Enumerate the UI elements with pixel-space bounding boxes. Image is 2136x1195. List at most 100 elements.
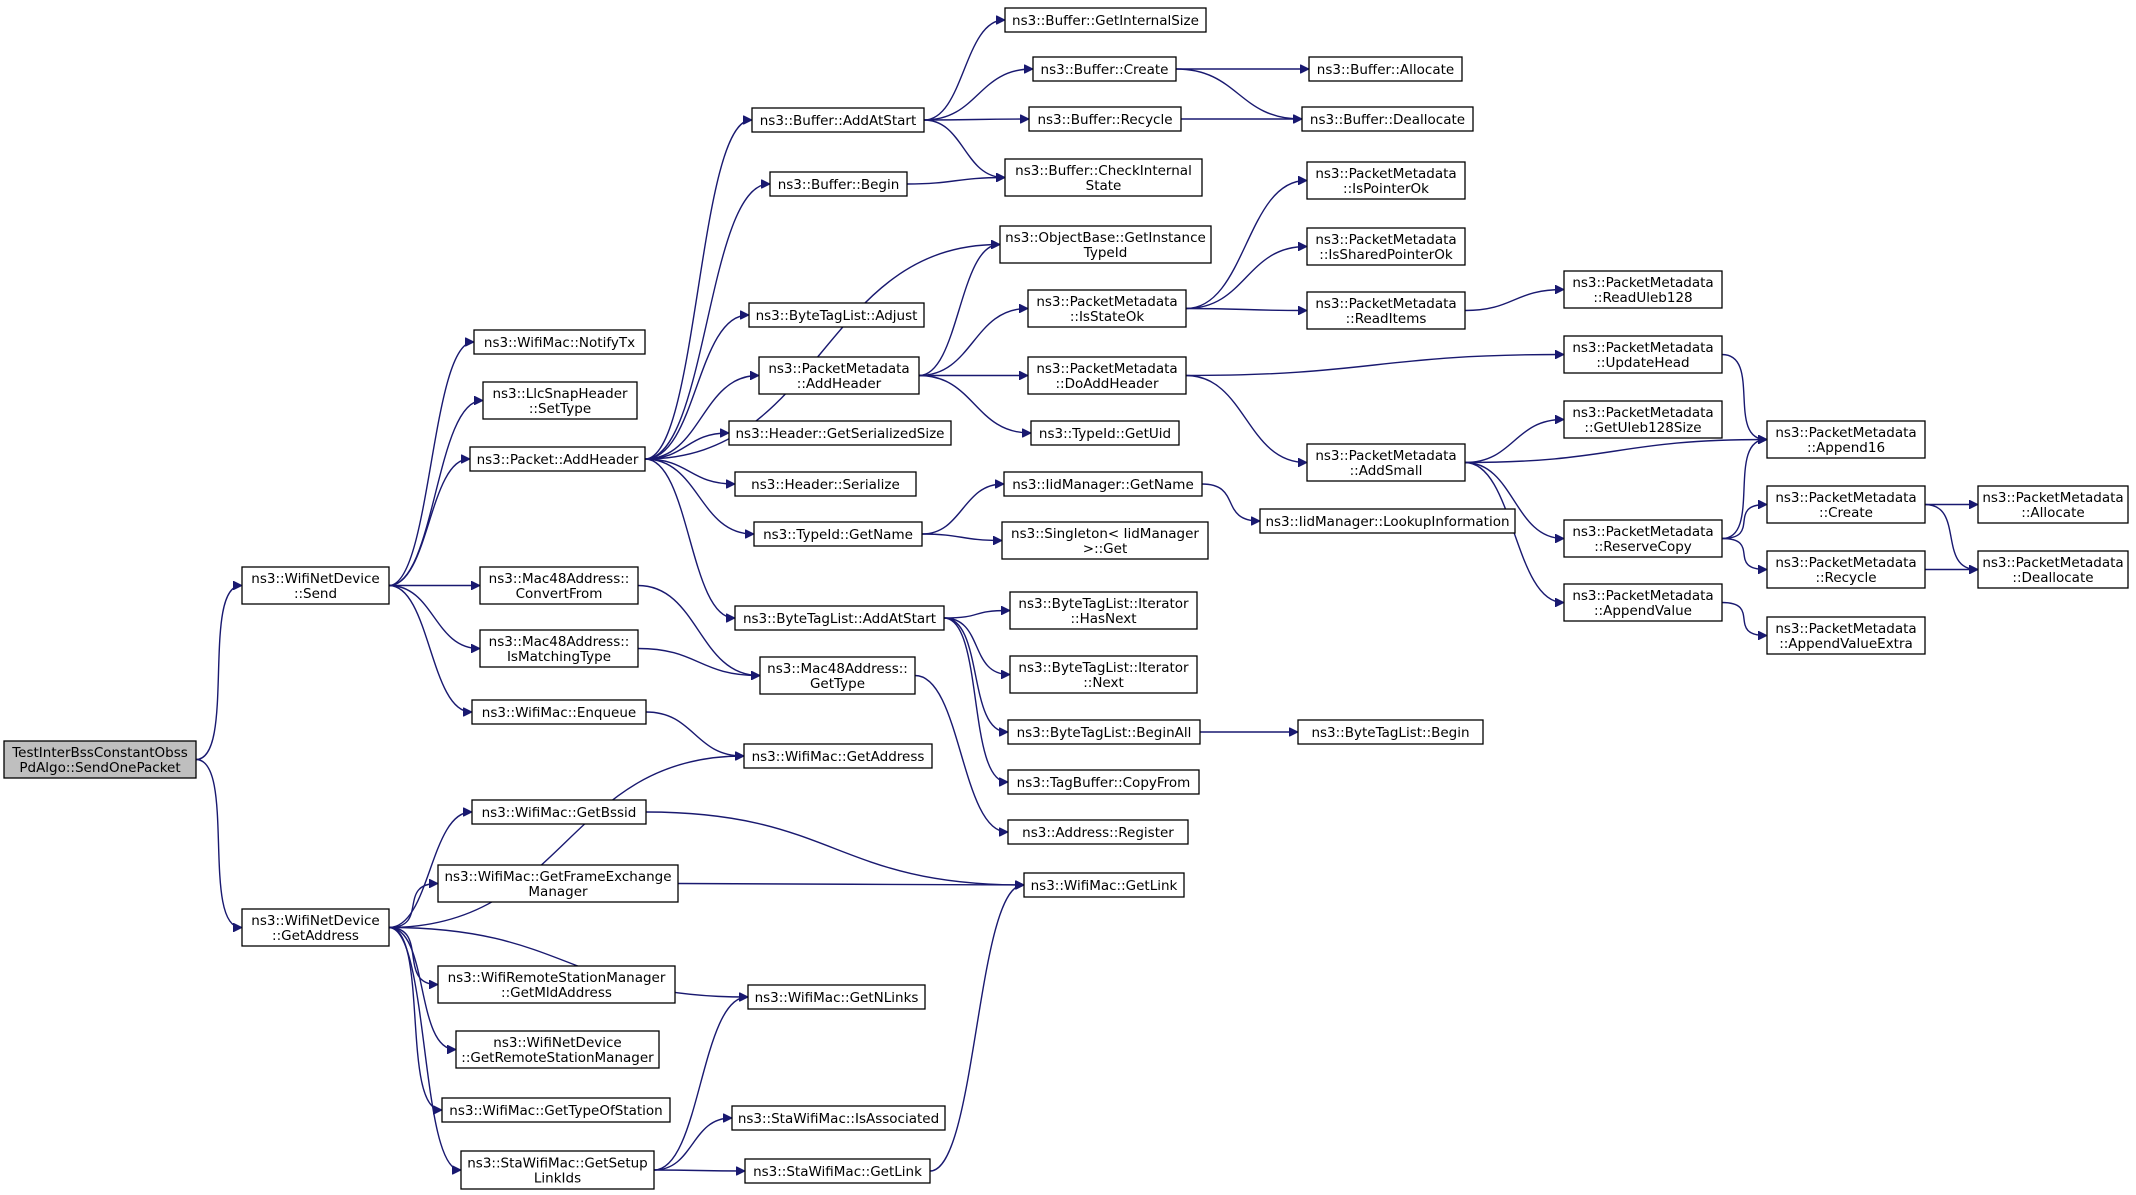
node-pm-create[interactable]: ns3::PacketMetadata::Create xyxy=(1766,485,1926,524)
edge-pm_reservecopy-to-pm_append16 xyxy=(1721,440,1766,540)
node-btl-beginall[interactable]: ns3::ByteTagList::BeginAll xyxy=(1007,719,1201,745)
edge-buf_create-to-buf_deallocate xyxy=(1175,68,1301,119)
node-label: ::Send xyxy=(294,586,337,602)
node-wnd-send[interactable]: ns3::WifiNetDevice::Send xyxy=(241,566,390,605)
node-root[interactable]: TestInterBssConstantObssPdAlgo::SendOneP… xyxy=(3,740,197,779)
node-label: ns3::PacketMetadata xyxy=(1572,524,1713,540)
node-btl-begin[interactable]: ns3::ByteTagList::Begin xyxy=(1297,719,1484,745)
node-label: ns3::Packet::AddHeader xyxy=(477,452,639,468)
node-pm-addheader[interactable]: ns3::PacketMetadata::AddHeader xyxy=(758,356,920,395)
node-pm-allocate[interactable]: ns3::PacketMetadata::Allocate xyxy=(1977,485,2129,524)
node-tid-getname[interactable]: ns3::TypeId::GetName xyxy=(753,521,923,547)
node-pm-getuleb128size[interactable]: ns3::PacketMetadata::GetUleb128Size xyxy=(1563,400,1723,439)
node-wnd-getrsm[interactable]: ns3::WifiNetDevice::GetRemoteStationMana… xyxy=(455,1030,660,1069)
node-box xyxy=(473,329,646,355)
node-pm-updatehead[interactable]: ns3::PacketMetadata::UpdateHead xyxy=(1563,335,1723,374)
node-pm-deallocate[interactable]: ns3::PacketMetadata::Deallocate xyxy=(1977,550,2129,589)
edge-pm_isstateok-to-pm_ispointerok xyxy=(1185,181,1306,310)
node-pm-reservecopy[interactable]: ns3::PacketMetadata::ReserveCopy xyxy=(1563,519,1723,558)
node-label: ns3::ObjectBase::GetInstance xyxy=(1005,230,1206,246)
node-buf-getinternalsize[interactable]: ns3::Buffer::GetInternalSize xyxy=(1004,7,1207,33)
node-mac48-convertfrom[interactable]: ns3::Mac48Address::ConvertFrom xyxy=(479,566,639,605)
node-box xyxy=(731,1105,946,1131)
node-buf-deallocate[interactable]: ns3::Buffer::Deallocate xyxy=(1301,106,1474,132)
node-sta-isassociated[interactable]: ns3::StaWifiMac::IsAssociated xyxy=(731,1105,946,1131)
node-btl-it-hasnext[interactable]: ns3::ByteTagList::Iterator::HasNext xyxy=(1009,591,1198,630)
edge-pkt_addheader-to-btl_adjust xyxy=(644,315,748,460)
node-pm-addsmall[interactable]: ns3::PacketMetadata::AddSmall xyxy=(1306,443,1466,482)
node-wm-notifytx[interactable]: ns3::WifiMac::NotifyTx xyxy=(473,329,646,355)
node-mac48-ismatchingtype[interactable]: ns3::Mac48Address::IsMatchingType xyxy=(479,629,639,668)
node-addr-register[interactable]: ns3::Address::Register xyxy=(1007,819,1189,845)
node-mac48-gettype[interactable]: ns3::Mac48Address::GetType xyxy=(759,656,916,695)
node-box xyxy=(471,699,647,725)
node-box xyxy=(734,471,917,497)
node-box xyxy=(1563,335,1723,374)
node-wm-getbssid[interactable]: ns3::WifiMac::GetBssid xyxy=(471,799,647,825)
node-box xyxy=(1766,420,1926,459)
node-wm-gettypeofstation[interactable]: ns3::WifiMac::GetTypeOfStation xyxy=(441,1097,671,1123)
node-pm-issharedpointerok[interactable]: ns3::PacketMetadata::IsSharedPointerOk xyxy=(1306,227,1466,266)
node-btl-it-next[interactable]: ns3::ByteTagList::Iterator::Next xyxy=(1009,655,1198,694)
node-buf-recycle[interactable]: ns3::Buffer::Recycle xyxy=(1028,106,1182,132)
node-box xyxy=(1301,106,1474,132)
node-label: PdAlgo::SendOnePacket xyxy=(19,760,180,776)
edge-mac48_gettype-to-addr_register xyxy=(914,674,1007,833)
node-pkt-addheader[interactable]: ns3::Packet::AddHeader xyxy=(469,446,646,472)
node-label: ::DoAddHeader xyxy=(1055,376,1158,392)
node-box xyxy=(1004,158,1203,197)
node-wrsm-getmld[interactable]: ns3::WifiRemoteStationManager::GetMldAdd… xyxy=(437,965,676,1004)
node-box xyxy=(1030,420,1180,446)
node-iid-lookupinformation[interactable]: ns3::IidManager::LookupInformation xyxy=(1259,508,1516,534)
node-tid-getuid[interactable]: ns3::TypeId::GetUid xyxy=(1030,420,1180,446)
node-box xyxy=(455,1030,660,1069)
node-wm-enqueue[interactable]: ns3::WifiMac::Enqueue xyxy=(471,699,647,725)
edge-tid_getname-to-singleton_get xyxy=(921,533,1001,541)
node-label: ::SetType xyxy=(529,401,591,417)
node-buf-begin[interactable]: ns3::Buffer::Begin xyxy=(769,171,908,197)
edge-wnd_getaddress-to-wrsm_getmld xyxy=(388,926,437,985)
node-sta-getlink[interactable]: ns3::StaWifiMac::GetLink xyxy=(744,1158,931,1184)
node-pm-ispointerok[interactable]: ns3::PacketMetadata::IsPointerOk xyxy=(1306,161,1466,200)
node-label: ns3::WifiMac::NotifyTx xyxy=(484,335,635,351)
node-pm-readuleb128[interactable]: ns3::PacketMetadata::ReadUleb128 xyxy=(1563,270,1723,309)
edge-buf_addatstart-to-buf_checkinternalstate xyxy=(923,119,1004,178)
node-label: ::HasNext xyxy=(1070,611,1136,627)
node-buf-addatstart[interactable]: ns3::Buffer::AddAtStart xyxy=(751,107,925,133)
edge-btl_addatstart-to-tagbuf_copyfrom xyxy=(943,617,1007,782)
node-label: ::UpdateHead xyxy=(1596,355,1689,371)
node-label: ns3::WifiNetDevice xyxy=(493,1035,621,1051)
node-pm-recycle[interactable]: ns3::PacketMetadata::Recycle xyxy=(1766,550,1926,589)
node-btl-adjust[interactable]: ns3::ByteTagList::Adjust xyxy=(748,302,925,328)
node-label: ns3::ByteTagList::Iterator xyxy=(1018,596,1189,612)
node-buf-allocate[interactable]: ns3::Buffer::Allocate xyxy=(1308,56,1463,82)
node-llc-settype[interactable]: ns3::LlcSnapHeader::SetType xyxy=(482,381,638,420)
node-pm-isstateok[interactable]: ns3::PacketMetadata::IsStateOk xyxy=(1027,289,1187,328)
node-wm-getaddress[interactable]: ns3::WifiMac::GetAddress xyxy=(743,743,933,769)
edge-pm_doaddheader-to-pm_updatehead xyxy=(1185,355,1563,377)
node-hdr-serialize[interactable]: ns3::Header::Serialize xyxy=(734,471,917,497)
node-pm-readitems[interactable]: ns3::PacketMetadata::ReadItems xyxy=(1306,291,1466,330)
node-iid-getname[interactable]: ns3::IidManager::GetName xyxy=(1003,471,1203,497)
node-pm-append16[interactable]: ns3::PacketMetadata::Append16 xyxy=(1766,420,1926,459)
node-wnd-getaddress[interactable]: ns3::WifiNetDevice::GetAddress xyxy=(241,908,390,947)
node-tagbuf-copyfrom[interactable]: ns3::TagBuffer::CopyFrom xyxy=(1007,769,1200,795)
edge-wm_enqueue-to-wm_getaddress xyxy=(645,711,743,756)
node-singleton-get[interactable]: ns3::Singleton< IidManager>::Get xyxy=(1001,521,1209,560)
node-buf-create[interactable]: ns3::Buffer::Create xyxy=(1032,56,1177,82)
node-wm-getnlinks[interactable]: ns3::WifiMac::GetNLinks xyxy=(747,984,926,1010)
node-pm-doaddheader[interactable]: ns3::PacketMetadata::DoAddHeader xyxy=(1027,356,1187,395)
nodes-layer: TestInterBssConstantObssPdAlgo::SendOneP… xyxy=(3,7,2129,1190)
node-wm-getlink[interactable]: ns3::WifiMac::GetLink xyxy=(1023,872,1185,898)
node-pm-appendvalue[interactable]: ns3::PacketMetadata::AppendValue xyxy=(1563,583,1723,622)
node-box xyxy=(759,656,916,695)
node-btl-addatstart[interactable]: ns3::ByteTagList::AddAtStart xyxy=(734,605,945,631)
node-pm-appendvalueextra[interactable]: ns3::PacketMetadata::AppendValueExtra xyxy=(1766,616,1926,655)
node-label: ns3::IidManager::GetName xyxy=(1012,477,1194,493)
node-hdr-getserializedsize[interactable]: ns3::Header::GetSerializedSize xyxy=(728,420,952,446)
node-box xyxy=(479,629,639,668)
